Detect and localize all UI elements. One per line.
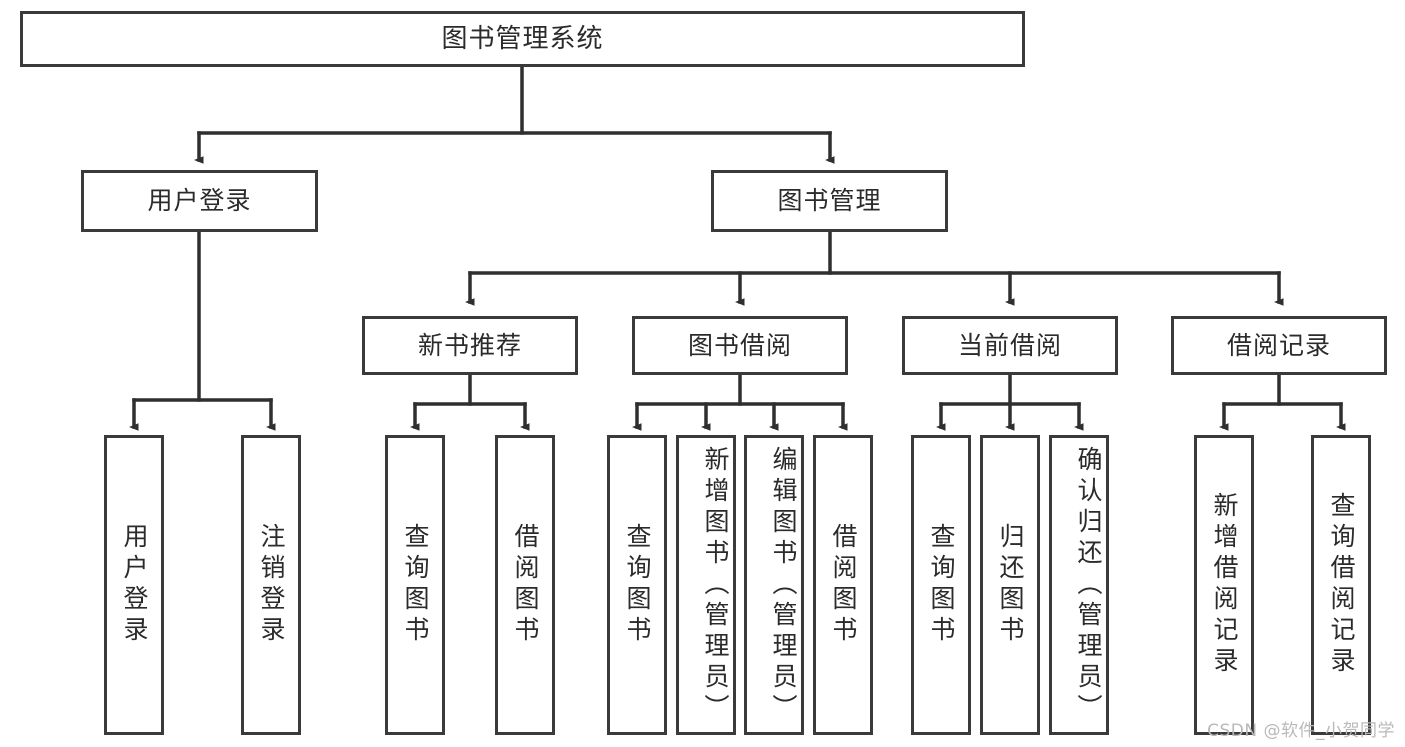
node-current-borrow[interactable]: 当前借阅 — [902, 316, 1118, 375]
leaf-current-borrow-confirm-return[interactable]: 确认归还（管理员） — [1049, 435, 1109, 735]
leaf-borrow-record-add[interactable]: 新增借阅记录 — [1194, 435, 1254, 735]
node-label: 当前借阅 — [957, 330, 1062, 360]
leaf-borrow-record-query[interactable]: 查询借阅记录 — [1311, 435, 1371, 735]
node-label: 图书管理系统 — [441, 23, 604, 54]
node-user-login[interactable]: 用户登录 — [81, 170, 318, 232]
node-label: 新增借阅记录 — [1210, 492, 1239, 678]
leaf-book-borrow-borrow[interactable]: 借阅图书 — [813, 435, 873, 735]
leaf-current-borrow-query[interactable]: 查询图书 — [911, 435, 971, 735]
node-book-management[interactable]: 图书管理 — [711, 170, 948, 232]
node-label: 查询图书 — [401, 523, 430, 647]
node-root-system[interactable]: 图书管理系统 — [20, 11, 1025, 67]
node-label: 借阅图书 — [511, 523, 540, 647]
leaf-book-borrow-query[interactable]: 查询图书 — [607, 435, 667, 735]
node-label: 借阅图书 — [829, 523, 858, 647]
node-label: 注销登录 — [257, 523, 286, 647]
node-label: 编辑图书（管理员） — [769, 445, 798, 725]
node-label: 借阅记录 — [1226, 330, 1331, 360]
node-label: 确认归还（管理员） — [1074, 445, 1103, 725]
node-label: 查询借阅记录 — [1327, 492, 1356, 678]
leaf-book-borrow-add[interactable]: 新增图书（管理员） — [676, 435, 736, 735]
leaf-book-borrow-edit[interactable]: 编辑图书（管理员） — [744, 435, 804, 735]
node-new-book-recommend[interactable]: 新书推荐 — [362, 316, 578, 375]
node-label: 用户登录 — [120, 523, 149, 647]
node-book-borrow[interactable]: 图书借阅 — [632, 316, 848, 375]
node-label: 用户登录 — [147, 186, 252, 216]
leaf-current-borrow-return[interactable]: 归还图书 — [980, 435, 1040, 735]
leaf-user-login-login[interactable]: 用户登录 — [104, 435, 164, 735]
node-borrow-record[interactable]: 借阅记录 — [1171, 316, 1387, 375]
leaf-user-login-logout[interactable]: 注销登录 — [241, 435, 301, 735]
leaf-new-book-query[interactable]: 查询图书 — [385, 435, 445, 735]
node-label: 新增图书（管理员） — [701, 445, 730, 725]
node-label: 图书管理 — [777, 186, 882, 216]
node-label: 查询图书 — [623, 523, 652, 647]
node-label: 查询图书 — [927, 523, 956, 647]
watermark: CSDN @软件_小贺同学 — [1207, 721, 1395, 741]
node-label: 新书推荐 — [417, 330, 522, 360]
leaf-new-book-borrow[interactable]: 借阅图书 — [495, 435, 555, 735]
node-label: 归还图书 — [996, 523, 1025, 647]
node-label: 图书借阅 — [687, 330, 792, 360]
